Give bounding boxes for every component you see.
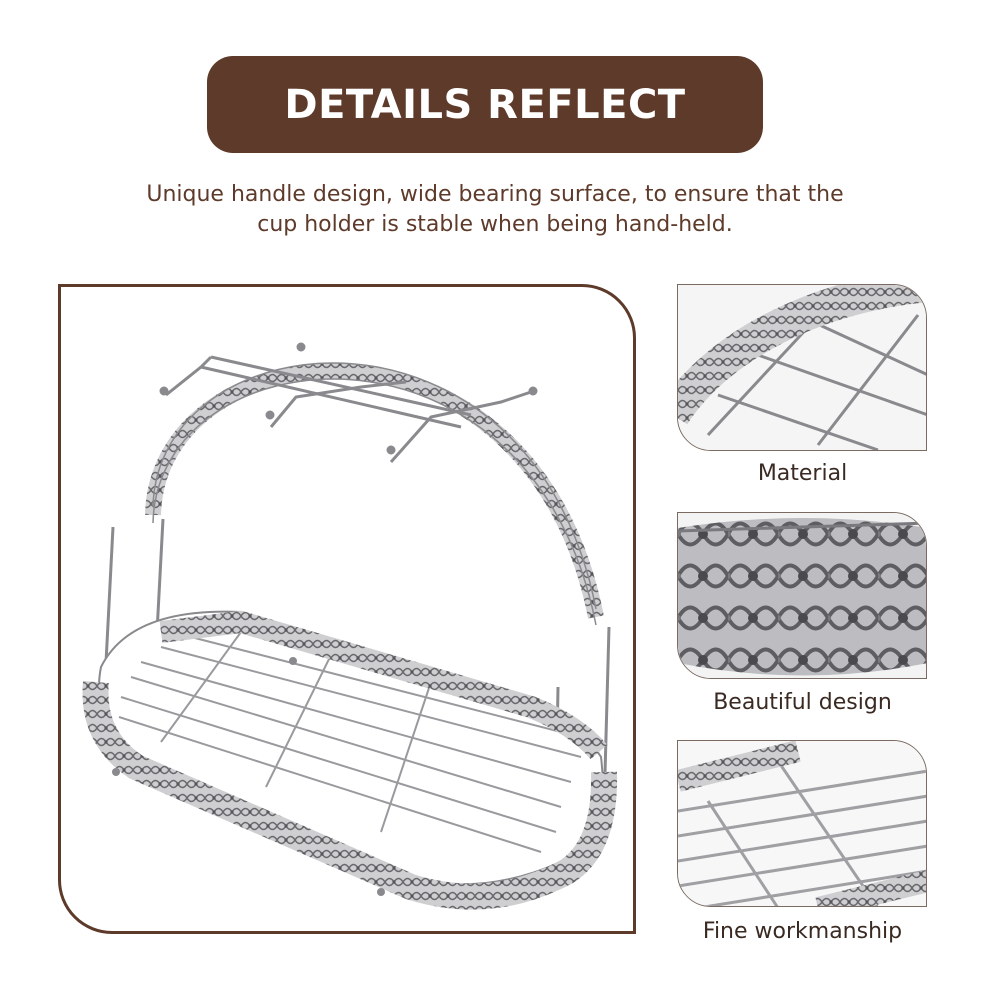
caption-beautiful-design: Beautiful design — [713, 690, 892, 715]
caption-fine-workmanship: Fine workmanship — [702, 919, 903, 944]
caption-material: Material — [757, 461, 848, 486]
title-banner: DETAILS REFLECT — [207, 56, 763, 153]
cup-holder-rack-image — [82, 342, 618, 910]
detail-image-material — [677, 284, 927, 451]
description-line-1: Unique handle design, wide bearing surfa… — [146, 182, 844, 207]
detail-image-beautiful-design — [677, 512, 927, 679]
detail-image-fine-workmanship — [677, 740, 927, 907]
description-text: Unique handle design, wide bearing surfa… — [90, 180, 900, 240]
description-line-2: cup holder is stable when being hand-hel… — [257, 212, 733, 237]
banner-title: DETAILS REFLECT — [284, 81, 686, 128]
main-product-frame — [58, 284, 636, 934]
